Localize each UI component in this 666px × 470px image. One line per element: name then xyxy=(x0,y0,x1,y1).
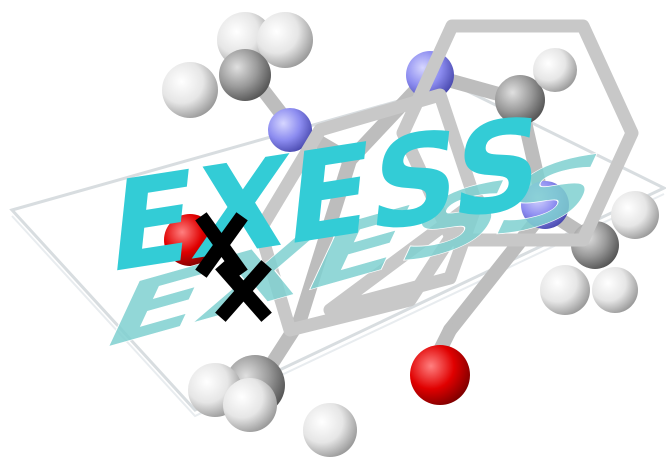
hydrogen-atom xyxy=(257,12,313,68)
hydrogen-atom xyxy=(162,62,218,118)
nitrogen-atom xyxy=(521,181,569,229)
hydrogen-atom xyxy=(540,265,590,315)
hydrogen-atom xyxy=(533,48,577,92)
carbon-atom xyxy=(495,75,545,125)
hexagon-outlines xyxy=(253,19,639,337)
hydrogen-atom xyxy=(303,403,357,457)
nitrogen-atom xyxy=(268,108,312,152)
oxygen-atom xyxy=(410,345,470,405)
x-letter-mark xyxy=(195,212,272,322)
hydrogen-atom xyxy=(223,378,277,432)
carbon-atom xyxy=(219,49,271,101)
hydrogen-atom xyxy=(592,267,638,313)
hydrogen-atom xyxy=(611,191,659,239)
